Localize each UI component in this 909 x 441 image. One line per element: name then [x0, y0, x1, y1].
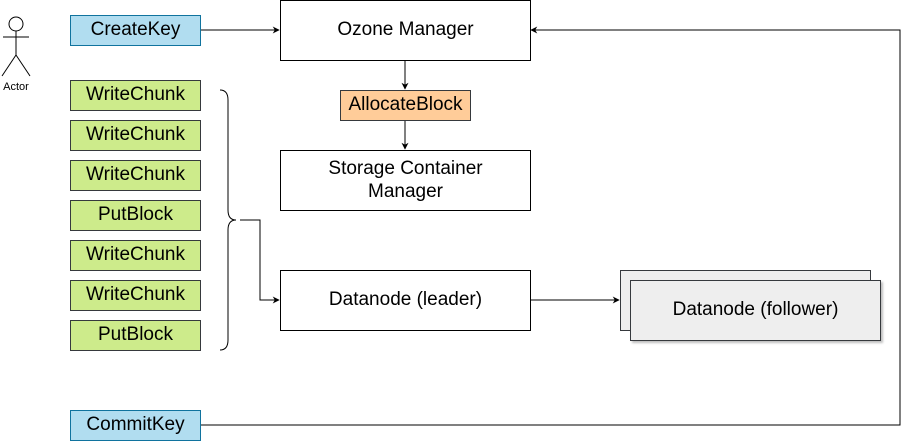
scm-label-line2: Manager — [368, 180, 443, 202]
actor-label: Actor — [3, 81, 29, 93]
scm-box[interactable]: Storage Container Manager — [280, 150, 531, 211]
chunk-op-box[interactable]: WriteChunk — [70, 280, 201, 311]
ozone-manager-box[interactable]: Ozone Manager — [280, 0, 531, 61]
allocate-block-box[interactable]: AllocateBlock — [340, 90, 471, 121]
chunk-op-box[interactable]: WriteChunk — [70, 240, 201, 271]
datanode-follower-box[interactable]: Datanode (follower) — [630, 280, 881, 341]
chunk-op-box[interactable]: PutBlock — [70, 320, 201, 351]
chunk-group-brace — [219, 89, 237, 351]
edge-chunks-to-leader — [240, 219, 280, 304]
chunk-op-box[interactable]: WriteChunk — [70, 160, 201, 191]
commitkey-box[interactable]: CommitKey — [70, 410, 201, 441]
chunk-op-box[interactable]: WriteChunk — [70, 80, 201, 111]
chunk-op-box[interactable]: WriteChunk — [70, 120, 201, 151]
createkey-box[interactable]: CreateKey — [70, 15, 201, 46]
chunk-op-box[interactable]: PutBlock — [70, 200, 201, 231]
actor-icon — [1, 16, 31, 77]
edge-commitkey-to-om — [200, 26, 901, 426]
datanode-leader-box[interactable]: Datanode (leader) — [280, 270, 531, 331]
scm-label-line1: Storage Container — [328, 157, 483, 179]
